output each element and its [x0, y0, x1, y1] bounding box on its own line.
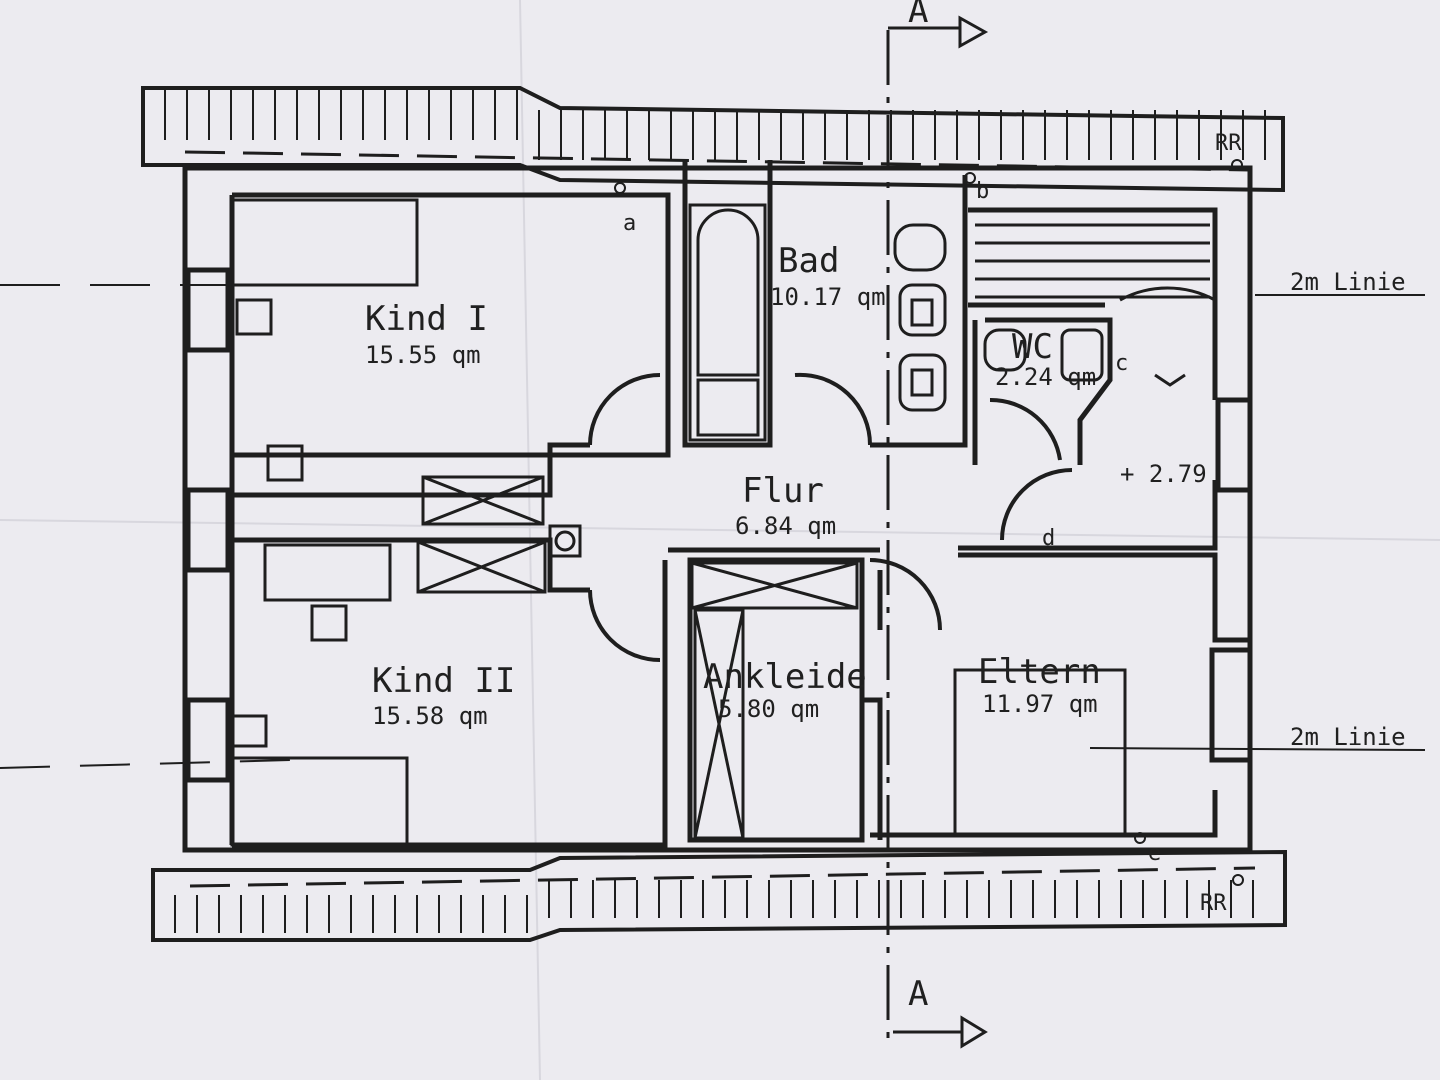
two-meter-lines	[0, 284, 1426, 769]
marker-e: e	[1148, 841, 1161, 866]
roof-top	[141, 86, 1285, 193]
room-area-wc: 2.24 qm	[995, 363, 1096, 391]
room-name-wc: WC	[1012, 327, 1053, 367]
marker-a: a	[623, 211, 636, 236]
room-area-bad: 10.17 qm	[770, 283, 886, 311]
section-label-top: A	[908, 0, 928, 31]
section-label-bottom: A	[908, 974, 928, 1014]
roof-bottom	[151, 849, 1287, 942]
rr-bottom-label: RR	[1200, 891, 1227, 916]
two-meter-label-top: 2m Linie	[1290, 268, 1406, 296]
room-name-bad: Bad	[778, 241, 839, 281]
marker-dots	[614, 159, 1244, 886]
walls	[182, 160, 1253, 853]
marker-b: b	[976, 179, 989, 204]
room-name-kind1: Kind I	[365, 299, 488, 339]
room-name-eltern: Eltern	[978, 652, 1101, 692]
room-name-ankleide: Ankleide	[703, 657, 867, 697]
room-area-flur: 6.84 qm	[735, 512, 836, 540]
section-line	[886, 15, 989, 1049]
two-meter-label-bottom: 2m Linie	[1290, 723, 1406, 751]
room-area-kind2: 15.58 qm	[372, 702, 488, 730]
marker-c: c	[1115, 351, 1128, 376]
level-label: + 2.79	[1120, 460, 1207, 488]
room-name-flur: Flur	[742, 471, 824, 511]
marker-d: d	[1042, 526, 1055, 551]
room-area-eltern: 11.97 qm	[982, 690, 1098, 718]
room-area-ankleide: 5.80 qm	[718, 695, 819, 723]
room-name-kind2: Kind II	[372, 661, 515, 701]
fixtures	[230, 198, 1216, 847]
door-swings	[588, 372, 1073, 662]
rr-top-label: RR	[1215, 131, 1242, 156]
room-area-kind1: 15.55 qm	[365, 341, 481, 369]
